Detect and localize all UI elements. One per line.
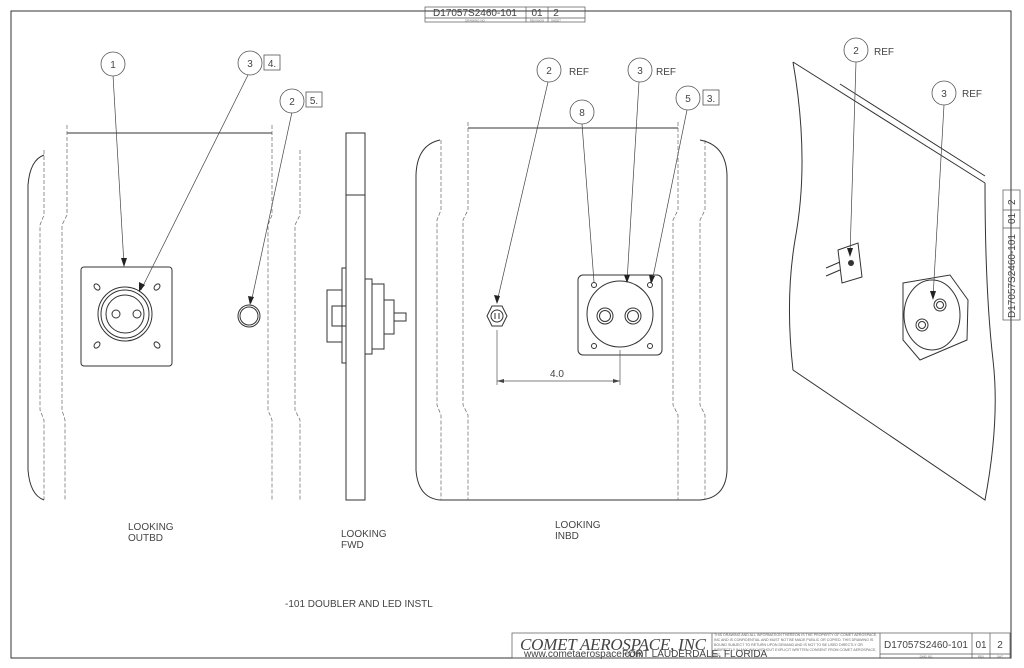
- view-label-line2: OUTBD: [128, 533, 163, 544]
- drawing-no-label: DWG NO: [920, 655, 933, 659]
- view-label-line1: LOOKING: [555, 520, 601, 531]
- balloon-1: 1: [100, 51, 126, 77]
- revision-label: REVISION: [530, 19, 544, 23]
- bottom-title-block: COMET AEROSPACE, INC www.cometaerospace.…: [511, 632, 1011, 660]
- top-drawing-number: D17057S2460-101: [433, 8, 517, 19]
- balloon-2-ref: 2 REF: [843, 37, 894, 63]
- svg-text:REF: REF: [569, 67, 589, 78]
- drawing-number: D17057S2460-101: [884, 640, 968, 651]
- confidentiality-notice: THIS DRAWING AND ALL INFORMATION THEREON…: [714, 633, 878, 657]
- view-looking-fwd: LOOKING FWD: [326, 132, 407, 551]
- connector: [97, 286, 153, 342]
- view-label-line2: INBD: [555, 531, 579, 542]
- balloon-2: 2 5.: [279, 88, 323, 114]
- side-revision: 01: [1007, 212, 1018, 224]
- sheet-border: [10, 10, 1012, 659]
- note-flag: 5.: [310, 96, 318, 107]
- svg-text:REF: REF: [656, 67, 676, 78]
- svg-text:1: 1: [110, 60, 116, 71]
- balloon-3-ref: 3 REF: [627, 57, 676, 83]
- view-label-line2: FWD: [341, 540, 364, 551]
- svg-text:8: 8: [579, 108, 585, 119]
- company-website: www.cometaerospace.com: [523, 649, 644, 660]
- hex-nut: [486, 305, 508, 327]
- side-title-block: D17057S2460-101 01 2: [1002, 189, 1021, 321]
- balloon-2-ref: 2 REF: [536, 57, 589, 83]
- drawing-caption: -101 DOUBLER AND LED INSTL: [285, 599, 433, 610]
- svg-text:5: 5: [685, 94, 691, 105]
- top-title-block: D17057S2460-101 01 2 DRAWING NO REVISION…: [424, 6, 586, 23]
- view-label-line1: LOOKING: [341, 529, 387, 540]
- balloon-3-ref: 3 REF: [931, 80, 982, 106]
- view-looking-inbd: 4.0 2 REF 8 3 REF 5 3. LOOKING INBD: [415, 57, 728, 542]
- svg-text:2: 2: [546, 66, 552, 77]
- top-sheet: 2: [553, 8, 559, 19]
- view-label-line1: LOOKING: [128, 522, 174, 533]
- side-drawing-number: D17057S2460-101: [1007, 234, 1018, 318]
- balloon-3: 3 4.: [237, 50, 281, 76]
- note-flag: 3.: [707, 94, 715, 105]
- svg-text:2: 2: [289, 97, 295, 108]
- top-revision: 01: [531, 8, 543, 19]
- note-flag: 4.: [268, 59, 276, 70]
- sheet-label: SHT: [997, 655, 1003, 659]
- svg-text:REF: REF: [874, 47, 894, 58]
- side-sheet: 2: [1007, 199, 1018, 205]
- balloon-5: 5 3.: [675, 85, 720, 111]
- revision-label: REV: [978, 655, 984, 659]
- drawing-no-label: DRAWING NO: [465, 19, 485, 23]
- doubler-plate: [80, 266, 173, 367]
- company-location: FORT LAUDERDALE, FLORIDA: [622, 649, 768, 660]
- company-logo: COMET AEROSPACE, INC: [520, 635, 708, 654]
- svg-text:2: 2: [853, 46, 859, 57]
- connector-iso: [902, 274, 969, 361]
- svg-text:REF: REF: [962, 89, 982, 100]
- svg-text:3: 3: [637, 66, 643, 77]
- connector-flange: [586, 280, 654, 348]
- sheet-number: 2: [997, 640, 1003, 651]
- view-looking-outbd: 1 3 4. 2 5. LOOKING OUTBD: [27, 50, 323, 544]
- svg-text:3: 3: [247, 59, 253, 70]
- revision: 01: [975, 640, 987, 651]
- sheet-label: SHEET: [551, 19, 561, 23]
- led: [237, 304, 261, 328]
- dimension-value: 4.0: [550, 369, 564, 380]
- balloon-8: 8: [569, 99, 595, 125]
- led-iso: [837, 242, 863, 284]
- svg-text:3: 3: [941, 89, 947, 100]
